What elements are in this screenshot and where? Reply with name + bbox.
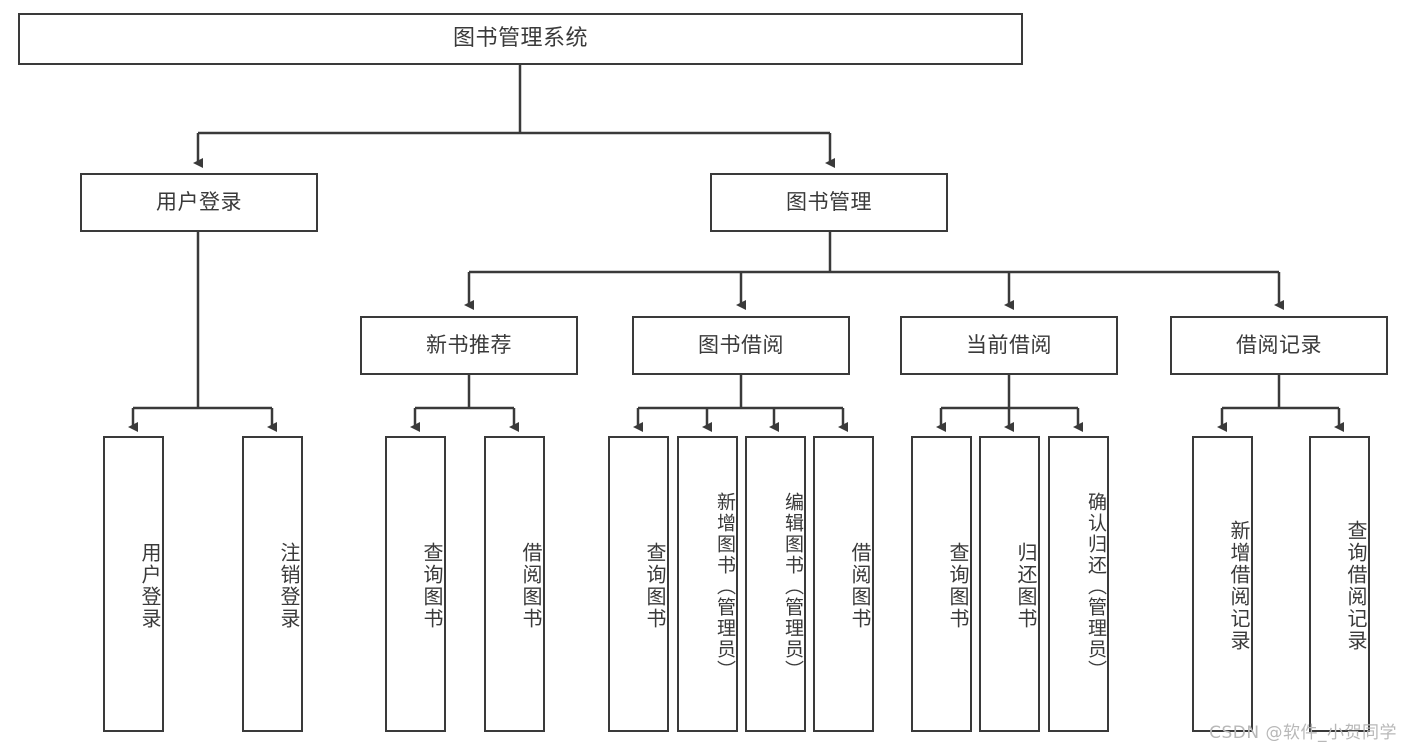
node-user-login-label: 用户登录 [156, 190, 242, 215]
leaf-book-borrow-query[interactable]: 查询图书 [608, 436, 669, 732]
leaf-user-login-signin[interactable]: 用户登录 [103, 436, 164, 732]
node-new-book-recommend-label: 新书推荐 [426, 333, 512, 358]
leaf-book-borrow-query-label: 查询图书 [643, 542, 667, 630]
leaf-book-borrow-borrow[interactable]: 借阅图书 [813, 436, 874, 732]
leaf-new-book-query[interactable]: 查询图书 [385, 436, 446, 732]
leaf-book-borrow-edit[interactable]: 编辑图书（管理员） [745, 436, 806, 732]
leaf-current-borrow-query-label: 查询图书 [946, 542, 970, 630]
node-root-system[interactable]: 图书管理系统 [18, 13, 1023, 65]
node-book-borrow[interactable]: 图书借阅 [632, 316, 850, 375]
node-borrow-record-label: 借阅记录 [1236, 333, 1322, 358]
node-current-borrow[interactable]: 当前借阅 [900, 316, 1118, 375]
node-book-management-label: 图书管理 [786, 190, 872, 215]
leaf-current-borrow-return-label: 归还图书 [1014, 542, 1038, 630]
leaf-new-book-query-label: 查询图书 [420, 542, 444, 630]
leaf-user-login-signin-label: 用户登录 [138, 542, 162, 630]
leaf-book-borrow-borrow-label: 借阅图书 [848, 542, 872, 630]
leaf-book-borrow-edit-label: 编辑图书（管理员） [782, 491, 804, 681]
leaf-borrow-record-add-label: 新增借阅记录 [1227, 520, 1251, 652]
leaf-borrow-record-add[interactable]: 新增借阅记录 [1192, 436, 1253, 732]
node-root-system-label: 图书管理系统 [452, 26, 588, 52]
leaf-book-borrow-add-label: 新增图书（管理员） [714, 491, 736, 681]
leaf-user-login-signout[interactable]: 注销登录 [242, 436, 303, 732]
leaf-current-borrow-confirm-return-label: 确认归还（管理员） [1085, 491, 1107, 681]
node-current-borrow-label: 当前借阅 [966, 333, 1052, 358]
node-book-borrow-label: 图书借阅 [698, 333, 784, 358]
leaf-borrow-record-query[interactable]: 查询借阅记录 [1309, 436, 1370, 732]
leaf-current-borrow-confirm-return[interactable]: 确认归还（管理员） [1048, 436, 1109, 732]
node-user-login[interactable]: 用户登录 [80, 173, 318, 232]
leaf-current-borrow-query[interactable]: 查询图书 [911, 436, 972, 732]
leaf-new-book-borrow[interactable]: 借阅图书 [484, 436, 545, 732]
leaf-current-borrow-return[interactable]: 归还图书 [979, 436, 1040, 732]
leaf-book-borrow-add[interactable]: 新增图书（管理员） [677, 436, 738, 732]
node-book-management[interactable]: 图书管理 [710, 173, 948, 232]
leaf-new-book-borrow-label: 借阅图书 [519, 542, 543, 630]
leaf-borrow-record-query-label: 查询借阅记录 [1344, 520, 1368, 652]
node-new-book-recommend[interactable]: 新书推荐 [360, 316, 578, 375]
leaf-user-login-signout-label: 注销登录 [277, 542, 301, 630]
node-borrow-record[interactable]: 借阅记录 [1170, 316, 1388, 375]
